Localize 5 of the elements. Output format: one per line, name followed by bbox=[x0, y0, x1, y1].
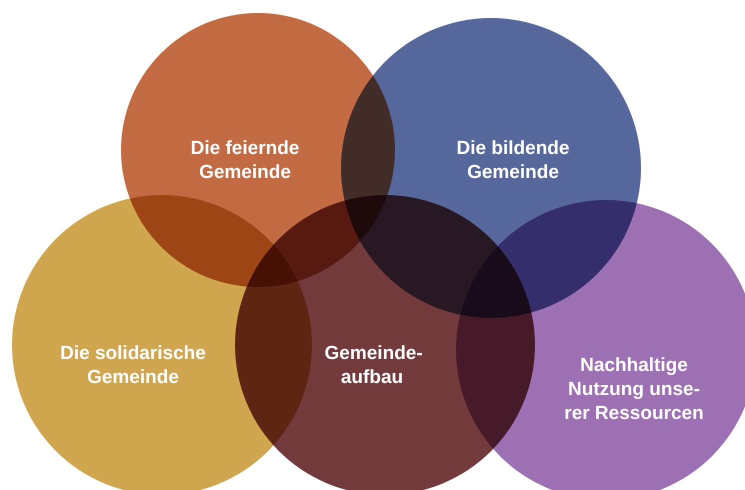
circle-label: Gemeinde-aufbau bbox=[324, 342, 420, 390]
circle-label: Die bildende Gemeinde bbox=[456, 137, 570, 185]
circle-label: Die solidarische Gemeinde bbox=[59, 342, 207, 390]
circle-label: Nachhaltige Nutzung unse-rer Ressourcen bbox=[563, 354, 705, 426]
circle-label: Die feiernde Gemeinde bbox=[190, 137, 300, 185]
